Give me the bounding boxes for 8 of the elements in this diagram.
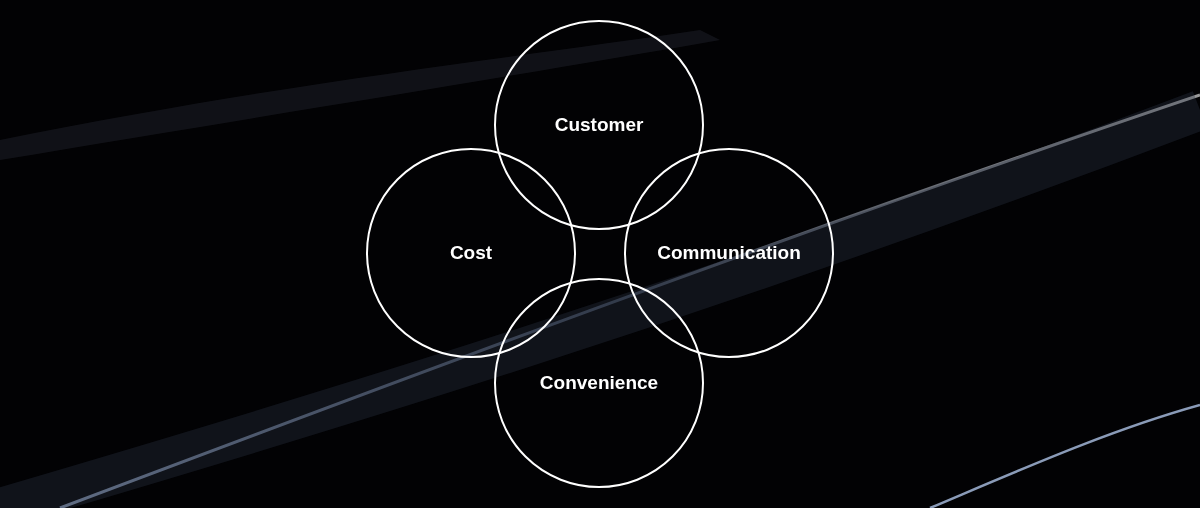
circle [624, 148, 834, 358]
circle-label: Cost [449, 242, 493, 264]
circle [494, 20, 704, 230]
circle [366, 148, 576, 358]
circle-label: Customer [554, 114, 644, 136]
circle [494, 278, 704, 488]
circle-label: Communication [657, 242, 801, 264]
circle-label: Convenience [539, 372, 659, 394]
